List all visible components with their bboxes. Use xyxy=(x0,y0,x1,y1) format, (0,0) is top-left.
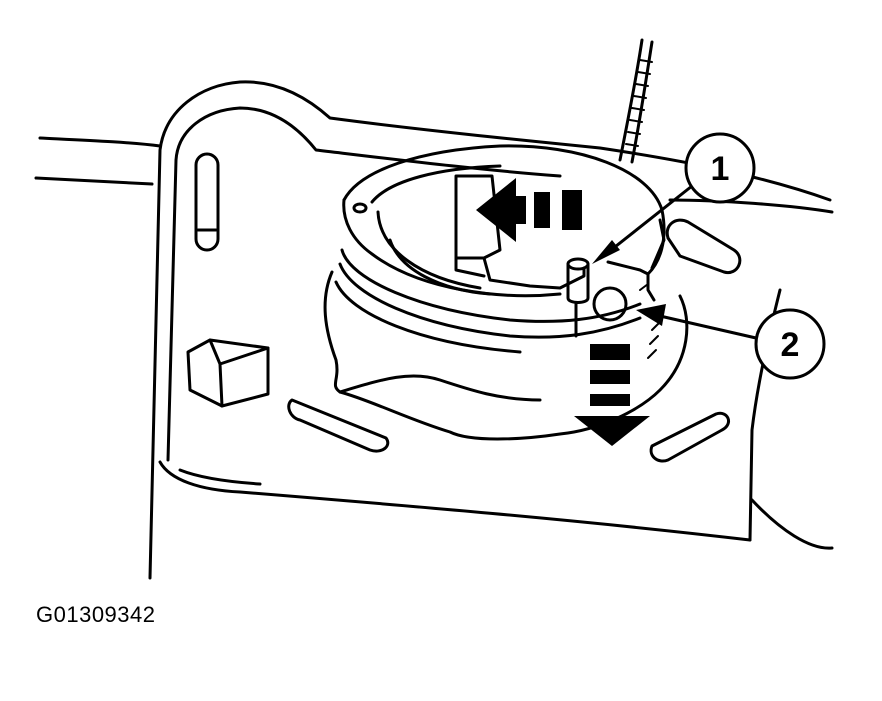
lock-ring-inner-arc xyxy=(370,164,502,204)
ring-right-notch xyxy=(606,260,650,276)
cable xyxy=(618,38,644,162)
ring-tab xyxy=(454,174,502,260)
callout-1: 1 xyxy=(592,132,756,264)
locking-pin xyxy=(566,262,590,304)
lock-ring-hole xyxy=(352,202,368,214)
callout-1-circle xyxy=(684,132,756,204)
ring-tab-step xyxy=(482,256,586,290)
mounting-plate-bevel xyxy=(166,106,562,462)
callout-2-number: 2 xyxy=(781,326,800,364)
callout-1-number: 1 xyxy=(711,150,730,188)
locator-tab xyxy=(186,338,270,408)
ring-right-ridge xyxy=(650,218,666,270)
slot-lower-left xyxy=(287,398,390,453)
ring-tab-side xyxy=(454,256,486,278)
cable-ribs xyxy=(625,59,653,147)
background-line-upper xyxy=(38,136,162,148)
collar-ring-3 xyxy=(334,280,522,354)
pull-direction-arrow xyxy=(574,344,650,446)
background-line-lower xyxy=(34,176,154,186)
mounting-plate-right-top xyxy=(668,198,834,214)
lock-ring-inner-arc-3 xyxy=(376,210,482,290)
locator-tab-edge xyxy=(208,338,270,408)
ring-right-edge xyxy=(646,272,656,302)
slot-right xyxy=(665,218,742,275)
release-hole xyxy=(592,286,628,322)
housing-lower-rim xyxy=(338,374,542,402)
figure-id-label: G01309342 xyxy=(36,602,156,627)
callout-1-leader xyxy=(605,184,693,256)
mounting-plate-right-flange xyxy=(750,498,834,550)
callout-2-leader xyxy=(659,314,757,340)
callout-2-arrowhead xyxy=(636,304,666,326)
locking-pin-top xyxy=(566,257,590,271)
mounting-plate-bottom-edge xyxy=(178,468,262,486)
callout-2-circle xyxy=(754,308,826,380)
mounting-slot xyxy=(194,152,220,252)
cable-edge xyxy=(630,40,654,164)
lock-ring-front xyxy=(342,198,562,298)
callout-1-arrowhead xyxy=(592,240,620,264)
mounting-plate-lower-edge xyxy=(158,460,752,542)
callout-2: 2 xyxy=(636,304,826,380)
housing-body xyxy=(323,270,689,441)
collar-ring-2 xyxy=(338,262,642,339)
slot-lower-right xyxy=(649,411,731,463)
rotate-direction-arrow xyxy=(476,178,582,242)
